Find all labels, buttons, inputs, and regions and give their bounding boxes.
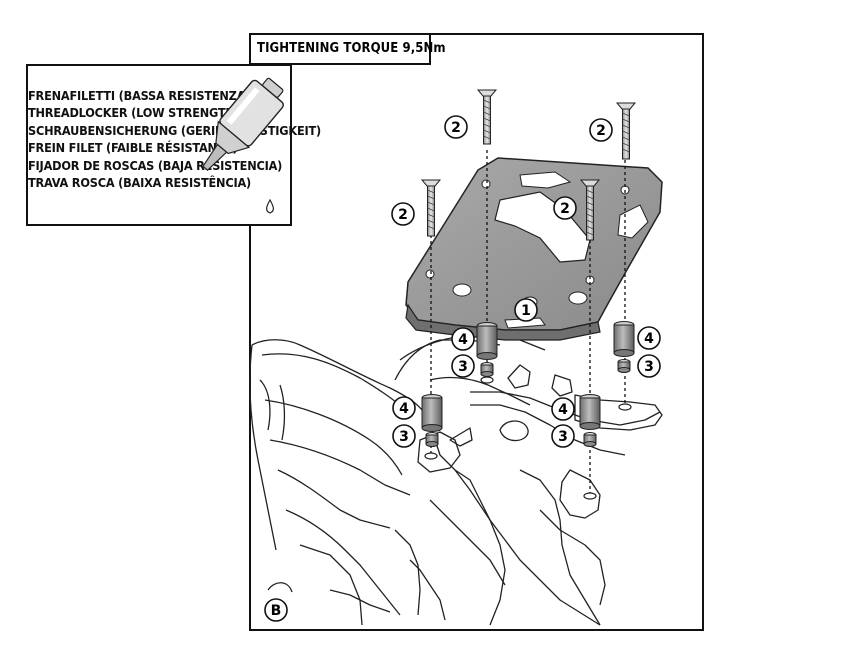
callout-number: 4 xyxy=(399,401,409,417)
drop-icon xyxy=(266,198,274,214)
callout-number: 3 xyxy=(399,429,409,445)
callout-spacer: 4 xyxy=(451,327,475,351)
callout-number: 2 xyxy=(596,123,606,139)
spacer-group xyxy=(421,321,635,447)
callout-labels: 2 2 2 2 1 4 3 4 xyxy=(264,115,661,622)
threadlocker-line: FIJADOR DE ROSCAS (BAJA RESISTENCIA) xyxy=(28,157,283,173)
callout-number: 4 xyxy=(558,402,568,418)
callout-spacer-washer: 3 xyxy=(637,354,661,378)
screw xyxy=(579,179,601,241)
callout-spacer: 4 xyxy=(637,326,661,350)
callout-number: 2 xyxy=(560,201,570,217)
callout-number: 2 xyxy=(398,207,408,223)
callout-number: 4 xyxy=(458,332,468,348)
threadlocker-box: FRENAFILETTI (BASSA RESISTENZA) THREADLO… xyxy=(26,64,321,226)
callout-number: 3 xyxy=(644,359,654,375)
screw xyxy=(420,179,442,237)
washer xyxy=(617,359,631,373)
callout-spacer-washer: 3 xyxy=(551,424,575,448)
callout-screw: 2 xyxy=(553,196,577,220)
threadlocker-line: FRENAFILETTI (BASSA RESISTENZA) xyxy=(28,88,251,103)
washer xyxy=(425,432,439,447)
screw xyxy=(615,102,637,160)
threadlocker-line: THREADLOCKER (LOW STRENGTH) xyxy=(28,105,240,121)
torque-label: TIGHTENING TORQUE 9,5Nm xyxy=(249,33,446,65)
screw xyxy=(476,89,498,145)
spacer xyxy=(579,394,601,430)
spacer xyxy=(613,321,635,357)
spacer xyxy=(421,394,443,432)
callout-number: 4 xyxy=(644,331,654,347)
callout-number: 3 xyxy=(558,429,568,445)
threadlocker-bottle-icon xyxy=(202,77,284,214)
screw-group xyxy=(420,89,637,241)
callout-plate: 1 xyxy=(514,298,538,322)
threadlocker-line: TRAVA ROSCA (BAIXA RESISTÊNCIA) xyxy=(28,175,252,191)
callout-spacer: 4 xyxy=(392,396,416,420)
mounting-plate xyxy=(405,157,663,341)
threadlocker-line: FREIN FILET (FAIBLE RÉSISTANCE) xyxy=(28,140,238,156)
callout-letter: B xyxy=(271,603,282,619)
callout-detail: B xyxy=(264,598,288,622)
washer xyxy=(480,362,494,377)
callout-screw: 2 xyxy=(391,202,415,226)
callout-number: 2 xyxy=(451,120,461,136)
washer xyxy=(583,432,597,447)
callout-number: 1 xyxy=(521,303,531,319)
spacer xyxy=(476,322,498,360)
motorcycle-rear-frame xyxy=(249,334,663,626)
callout-screw: 2 xyxy=(444,115,468,139)
frame-mount-holes xyxy=(424,376,632,500)
callout-spacer-washer: 3 xyxy=(451,354,475,378)
callout-spacer: 4 xyxy=(551,397,575,421)
callout-spacer-washer: 3 xyxy=(392,424,416,448)
callout-screw: 2 xyxy=(589,118,613,142)
callout-number: 3 xyxy=(458,359,468,375)
